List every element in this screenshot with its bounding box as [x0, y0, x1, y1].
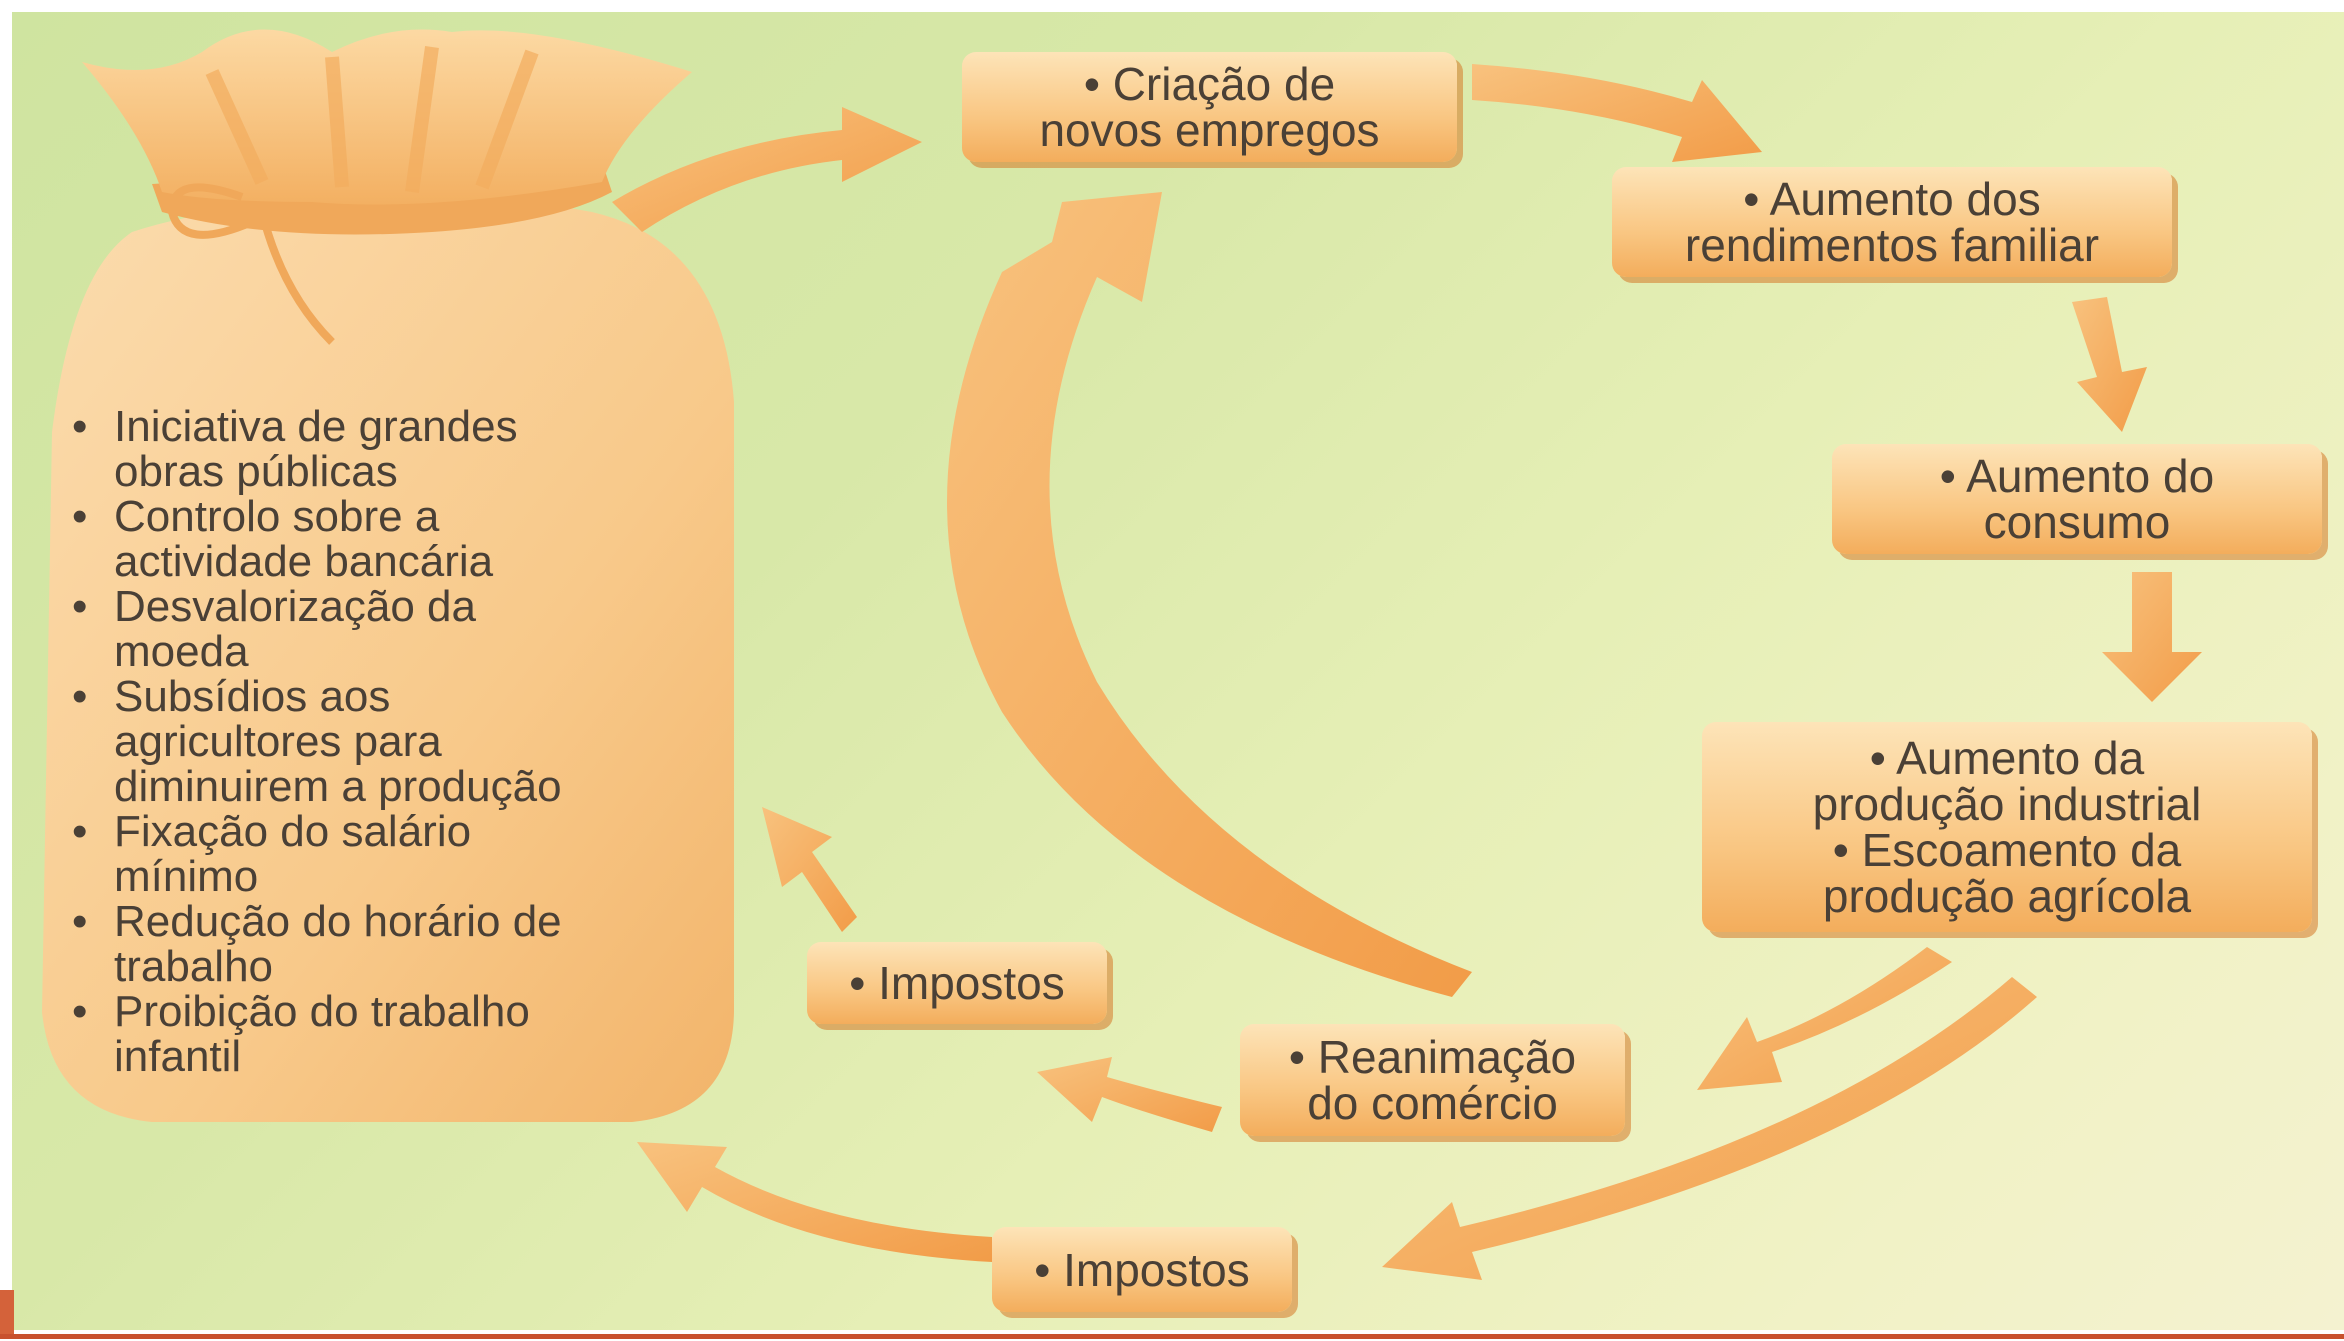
- bag-list-item-line: diminuirem a produção: [114, 762, 562, 811]
- bag-list-item-line: agricultores para: [114, 717, 442, 766]
- bag-list-item-line: obras públicas: [114, 447, 398, 496]
- box-impostos-small-label: • Impostos: [849, 957, 1065, 1009]
- bag-list-item-line: Fixação do salário: [114, 807, 472, 856]
- bag-list-item-line: Redução do horário de: [114, 897, 562, 946]
- bag-list-item-line: Subsídios aos: [114, 672, 391, 721]
- bag-list-item-line: moeda: [114, 627, 249, 676]
- box-criacao-line-2: novos empregos: [1039, 104, 1380, 156]
- box-producao-line-3: • Escoamento da: [1832, 824, 2182, 876]
- box-rendimentos-line-2: rendimentos familiar: [1684, 219, 2100, 271]
- box-reanimacao-line-2: do comércio: [1307, 1077, 1558, 1129]
- box-criacao-empregos: • Criação de novos empregos: [962, 52, 1457, 162]
- box-consumo-line-2: consumo: [1983, 496, 2171, 548]
- bag-list-item-line: Iniciativa de grandes: [114, 402, 518, 451]
- box-producao-line-2: produção industrial: [1812, 778, 2202, 830]
- box-impostos-bottom: • Impostos: [992, 1227, 1292, 1312]
- bag-list-item-line: mínimo: [114, 852, 259, 901]
- box-rendimentos-line-1: • Aumento dos: [1743, 173, 2041, 225]
- corner-accent: [0, 1290, 14, 1338]
- bag-list-item-line: infantil: [114, 1032, 242, 1081]
- bag-list-item-line: actividade bancária: [114, 537, 494, 586]
- box-consumo-line-1: • Aumento do: [1939, 450, 2215, 502]
- box-producao-line-1: • Aumento da: [1869, 732, 2145, 784]
- bag-list-item-line: Desvalorização da: [114, 582, 476, 631]
- box-reanimacao-comercio: • Reanimação do comércio: [1240, 1024, 1625, 1136]
- box-consumo: • Aumento do consumo: [1832, 444, 2322, 554]
- bag-list-item-line: Controlo sobre a: [114, 492, 440, 541]
- bag-list-item-line: Proibição do trabalho: [114, 987, 530, 1036]
- box-impostos-small: • Impostos: [807, 942, 1107, 1024]
- box-reanimacao-line-1: • Reanimação: [1288, 1031, 1577, 1083]
- box-rendimentos: • Aumento dos rendimentos familiar: [1612, 167, 2172, 277]
- box-impostos-bottom-label: • Impostos: [1034, 1243, 1250, 1296]
- flow-arrows: [612, 64, 2202, 1280]
- box-producao: • Aumento da produção industrial • Escoa…: [1702, 722, 2312, 932]
- bag-list-item-line: trabalho: [114, 942, 274, 991]
- box-producao-line-4: produção agrícola: [1822, 870, 2192, 922]
- bottom-accent-bar: [0, 1334, 2344, 1339]
- box-criacao-line-1: • Criação de: [1083, 58, 1336, 110]
